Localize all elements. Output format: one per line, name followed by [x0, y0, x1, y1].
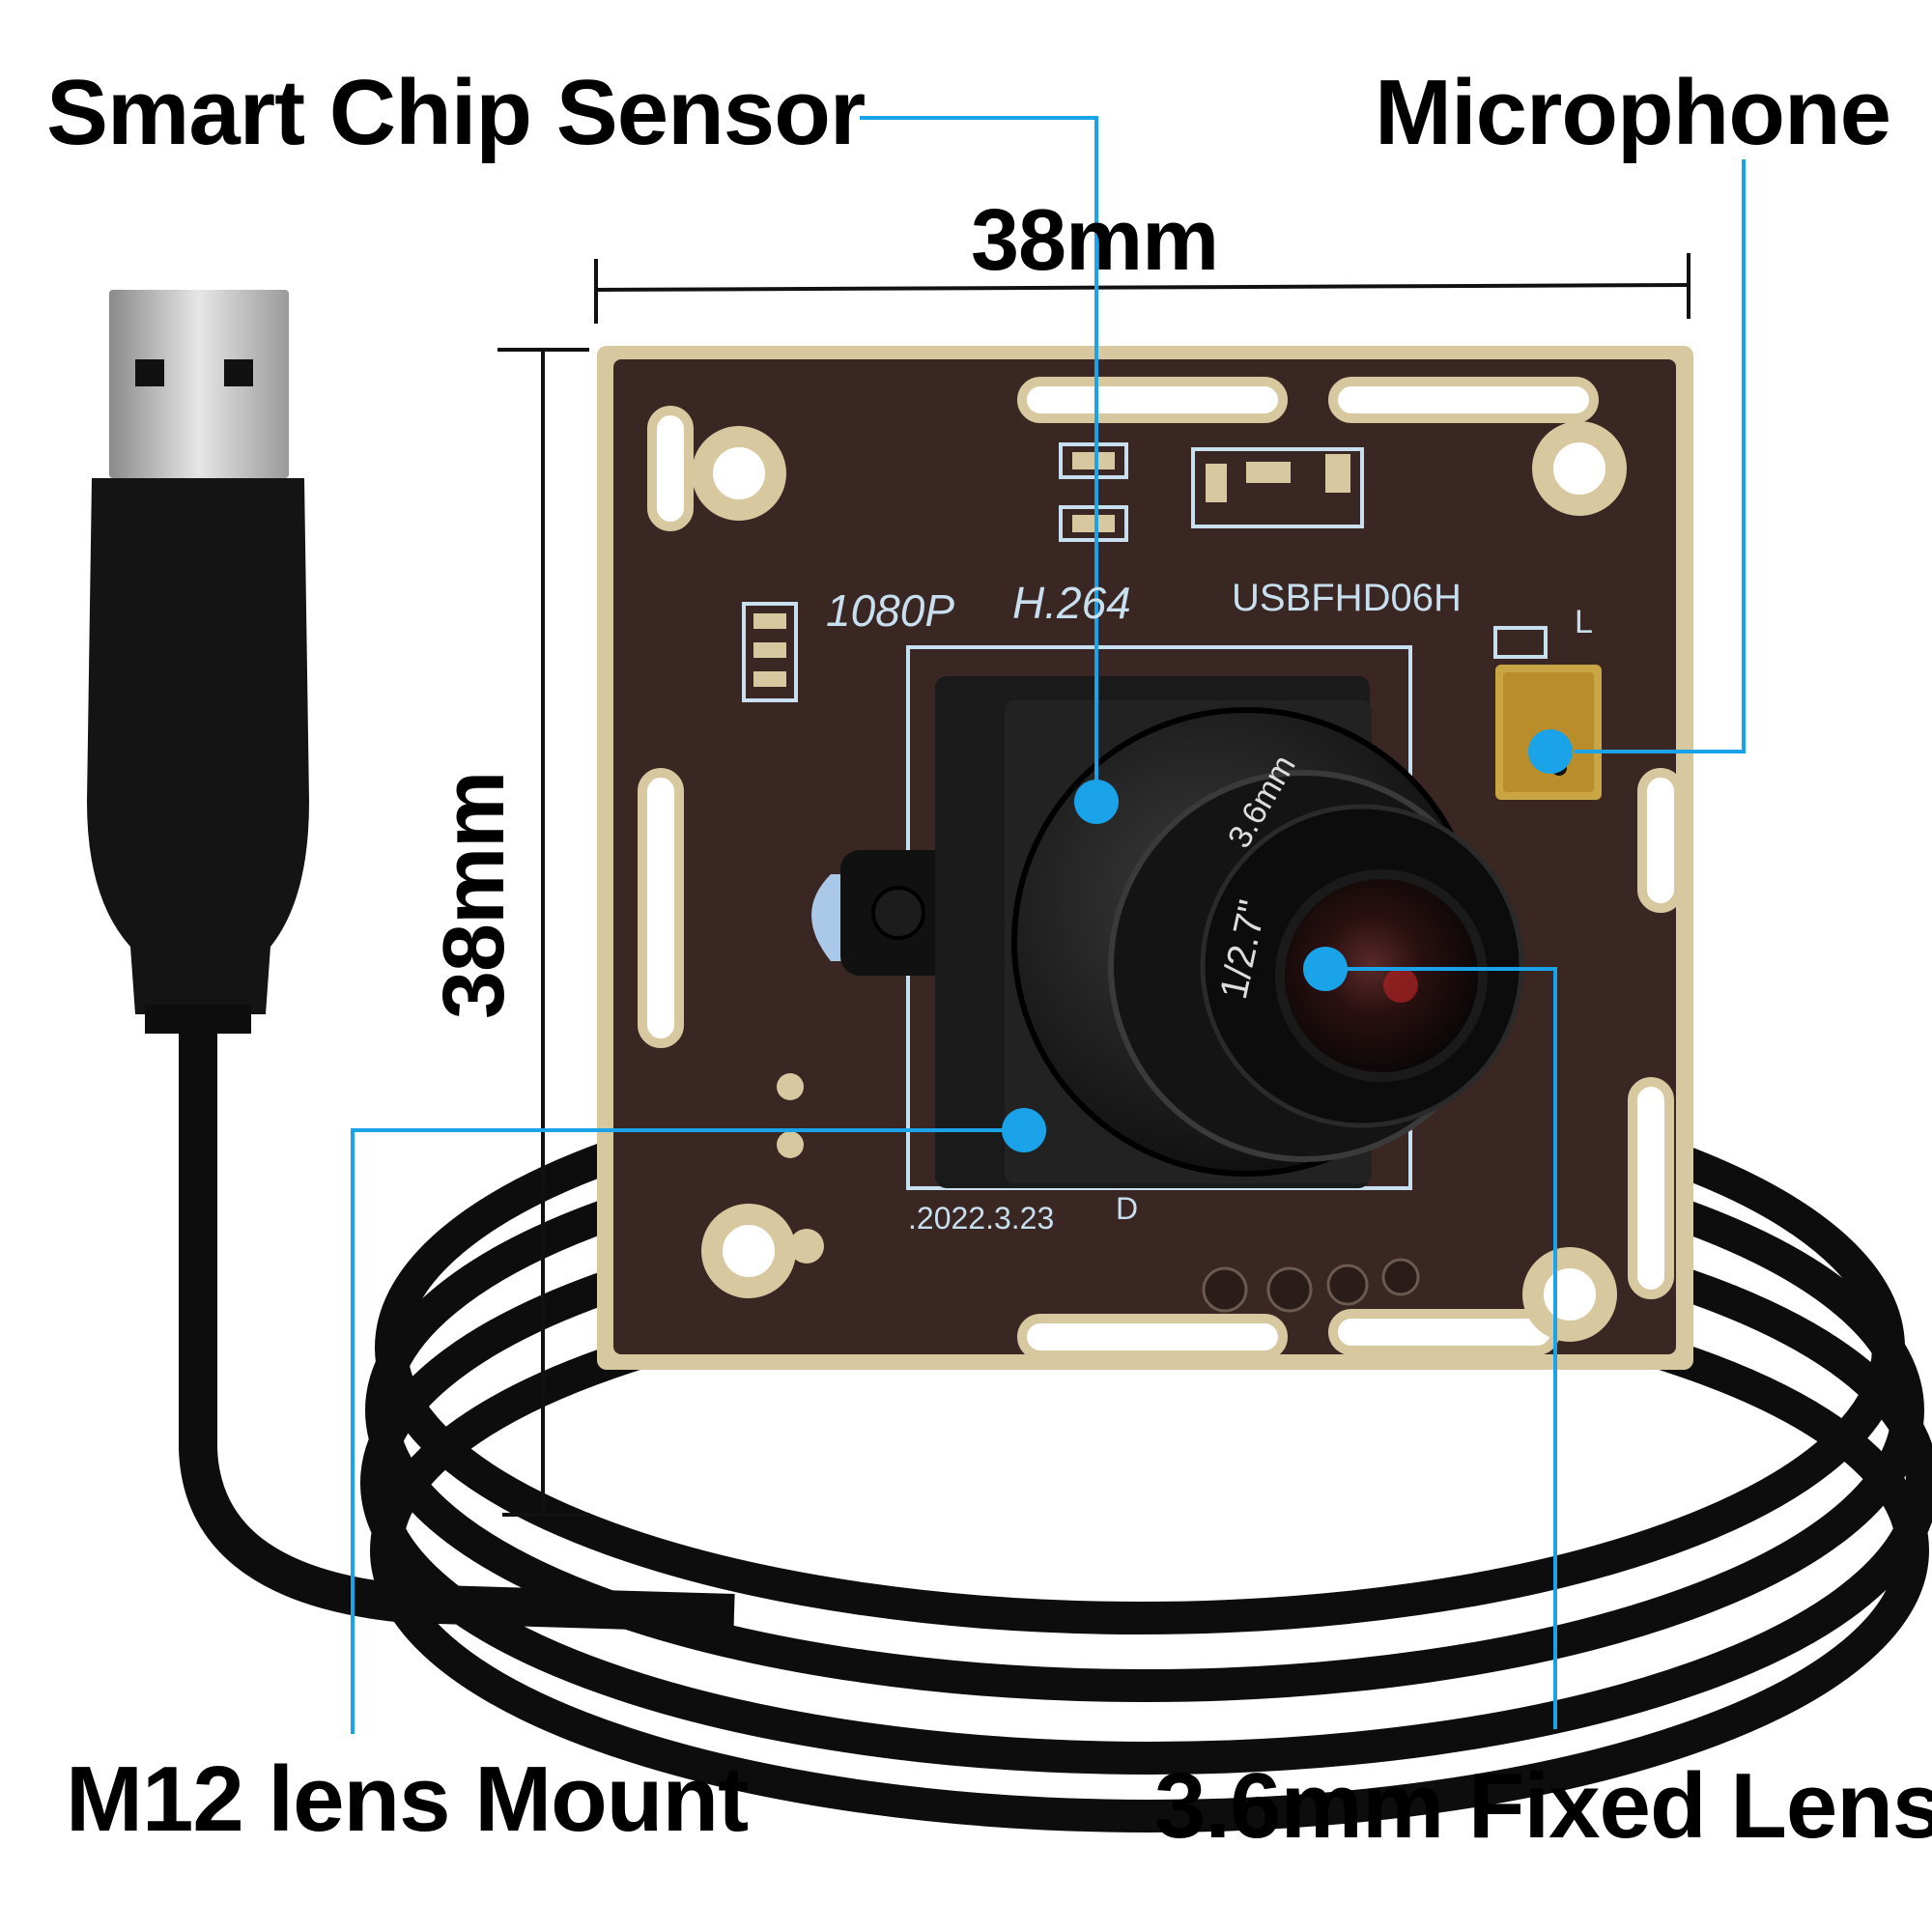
silk-date: .2022.3.23: [908, 1201, 1054, 1236]
silk-model: USBFHD06H: [1232, 577, 1462, 619]
usb-plug: [87, 290, 735, 1633]
silk-resolution: 1080P: [826, 585, 954, 636]
callout-microphone: Microphone: [1375, 61, 1891, 164]
callout-dots: [1002, 729, 1573, 1152]
board-silkscreen: 1080P H.264 USBFHD06H L .2022.3.23 D: [826, 577, 1593, 1236]
callout-fixed-lens: 3.6mm Fixed Lens: [1154, 1754, 1932, 1858]
leader-lines: [351, 116, 1746, 1734]
callout-m12-lens-mount: M12 lens Mount: [66, 1747, 749, 1851]
silk-mic-marker: L: [1575, 604, 1593, 640]
silk-codec: H.264: [1012, 578, 1131, 628]
silk-rev: D: [1116, 1191, 1138, 1226]
dimension-lines: [497, 253, 1690, 1517]
dimension-width-label: 38mm: [971, 192, 1219, 289]
callout-smart-chip-sensor: Smart Chip Sensor: [46, 61, 866, 164]
dimension-height-label: 38mm: [426, 771, 523, 1019]
